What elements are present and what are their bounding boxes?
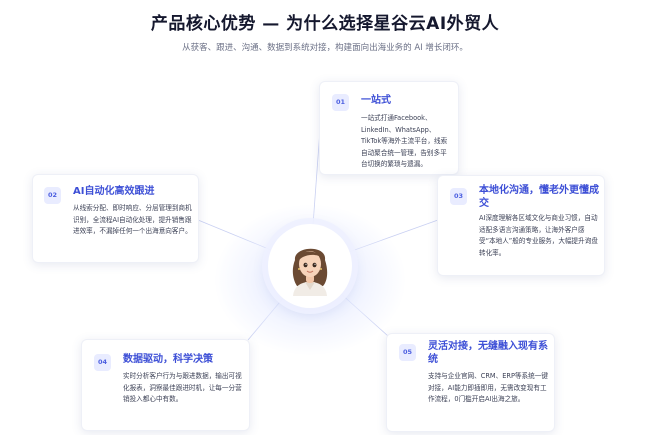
feature-title: 本地化沟通，懂老外更懂成交 <box>479 185 599 209</box>
feature-number-badge: 05 <box>399 344 416 361</box>
feature-title: 数据驱动，科学决策 <box>123 354 213 365</box>
feature-title: 一站式 <box>361 95 391 106</box>
feature-card-data-driven: 04 数据驱动，科学决策 实时分析客户行为与跟进数据，输出可视化报表，洞察最佳跟… <box>81 339 250 431</box>
feature-description: AI深度理解各区域文化与商业习惯，自动适配多语言沟通策略，让海外客户感受“本地人… <box>479 214 598 257</box>
feature-number-badge: 03 <box>450 188 467 205</box>
feature-title: AI自动化高效跟进 <box>73 186 155 197</box>
assistant-avatar-icon <box>292 248 328 296</box>
feature-number-badge: 04 <box>94 354 111 371</box>
feature-description: 实时分析客户行为与跟进数据，输出可视化报表，洞察最佳跟进时机，让每一分营销投入都… <box>123 372 242 403</box>
feature-card-localized-communication: 03 本地化沟通，懂老外更懂成交 AI深度理解各区域文化与商业习惯，自动适配多语… <box>437 175 605 276</box>
feature-description: 一站式打通Facebook、LinkedIn、WhatsApp、TikTok等海… <box>361 114 448 168</box>
feature-title: 灵活对接，无缝融入现有系统 <box>428 341 548 365</box>
feature-description: 支持与企业官网、CRM、ERP等系统一键对接，AI能力即插即用，无需改变现有工作… <box>428 372 548 403</box>
feature-card-ai-followup: 02 AI自动化高效跟进 从线索分配、即时响应、分层管理到商机识别，全流程AI自… <box>32 174 199 263</box>
feature-number-badge: 02 <box>44 187 61 204</box>
page-subtitle: 从获客、跟进、沟通、数据到系统对接，构建面向出海业务的 AI 增长闭环。 <box>182 43 468 53</box>
feature-card-one-stop: 01 一站式 一站式打通Facebook、LinkedIn、WhatsApp、T… <box>319 81 459 175</box>
feature-card-flexible-integration: 05 灵活对接，无缝融入现有系统 支持与企业官网、CRM、ERP等系统一键对接，… <box>386 333 555 432</box>
feature-number-badge: 01 <box>332 94 349 111</box>
feature-description: 从线索分配、即时响应、分层管理到商机识别，全流程AI自动化处理，提升销售跟进效率… <box>73 204 192 235</box>
page-title: 产品核心优势 — 为什么选择星谷云AI外贸人 <box>150 14 500 34</box>
